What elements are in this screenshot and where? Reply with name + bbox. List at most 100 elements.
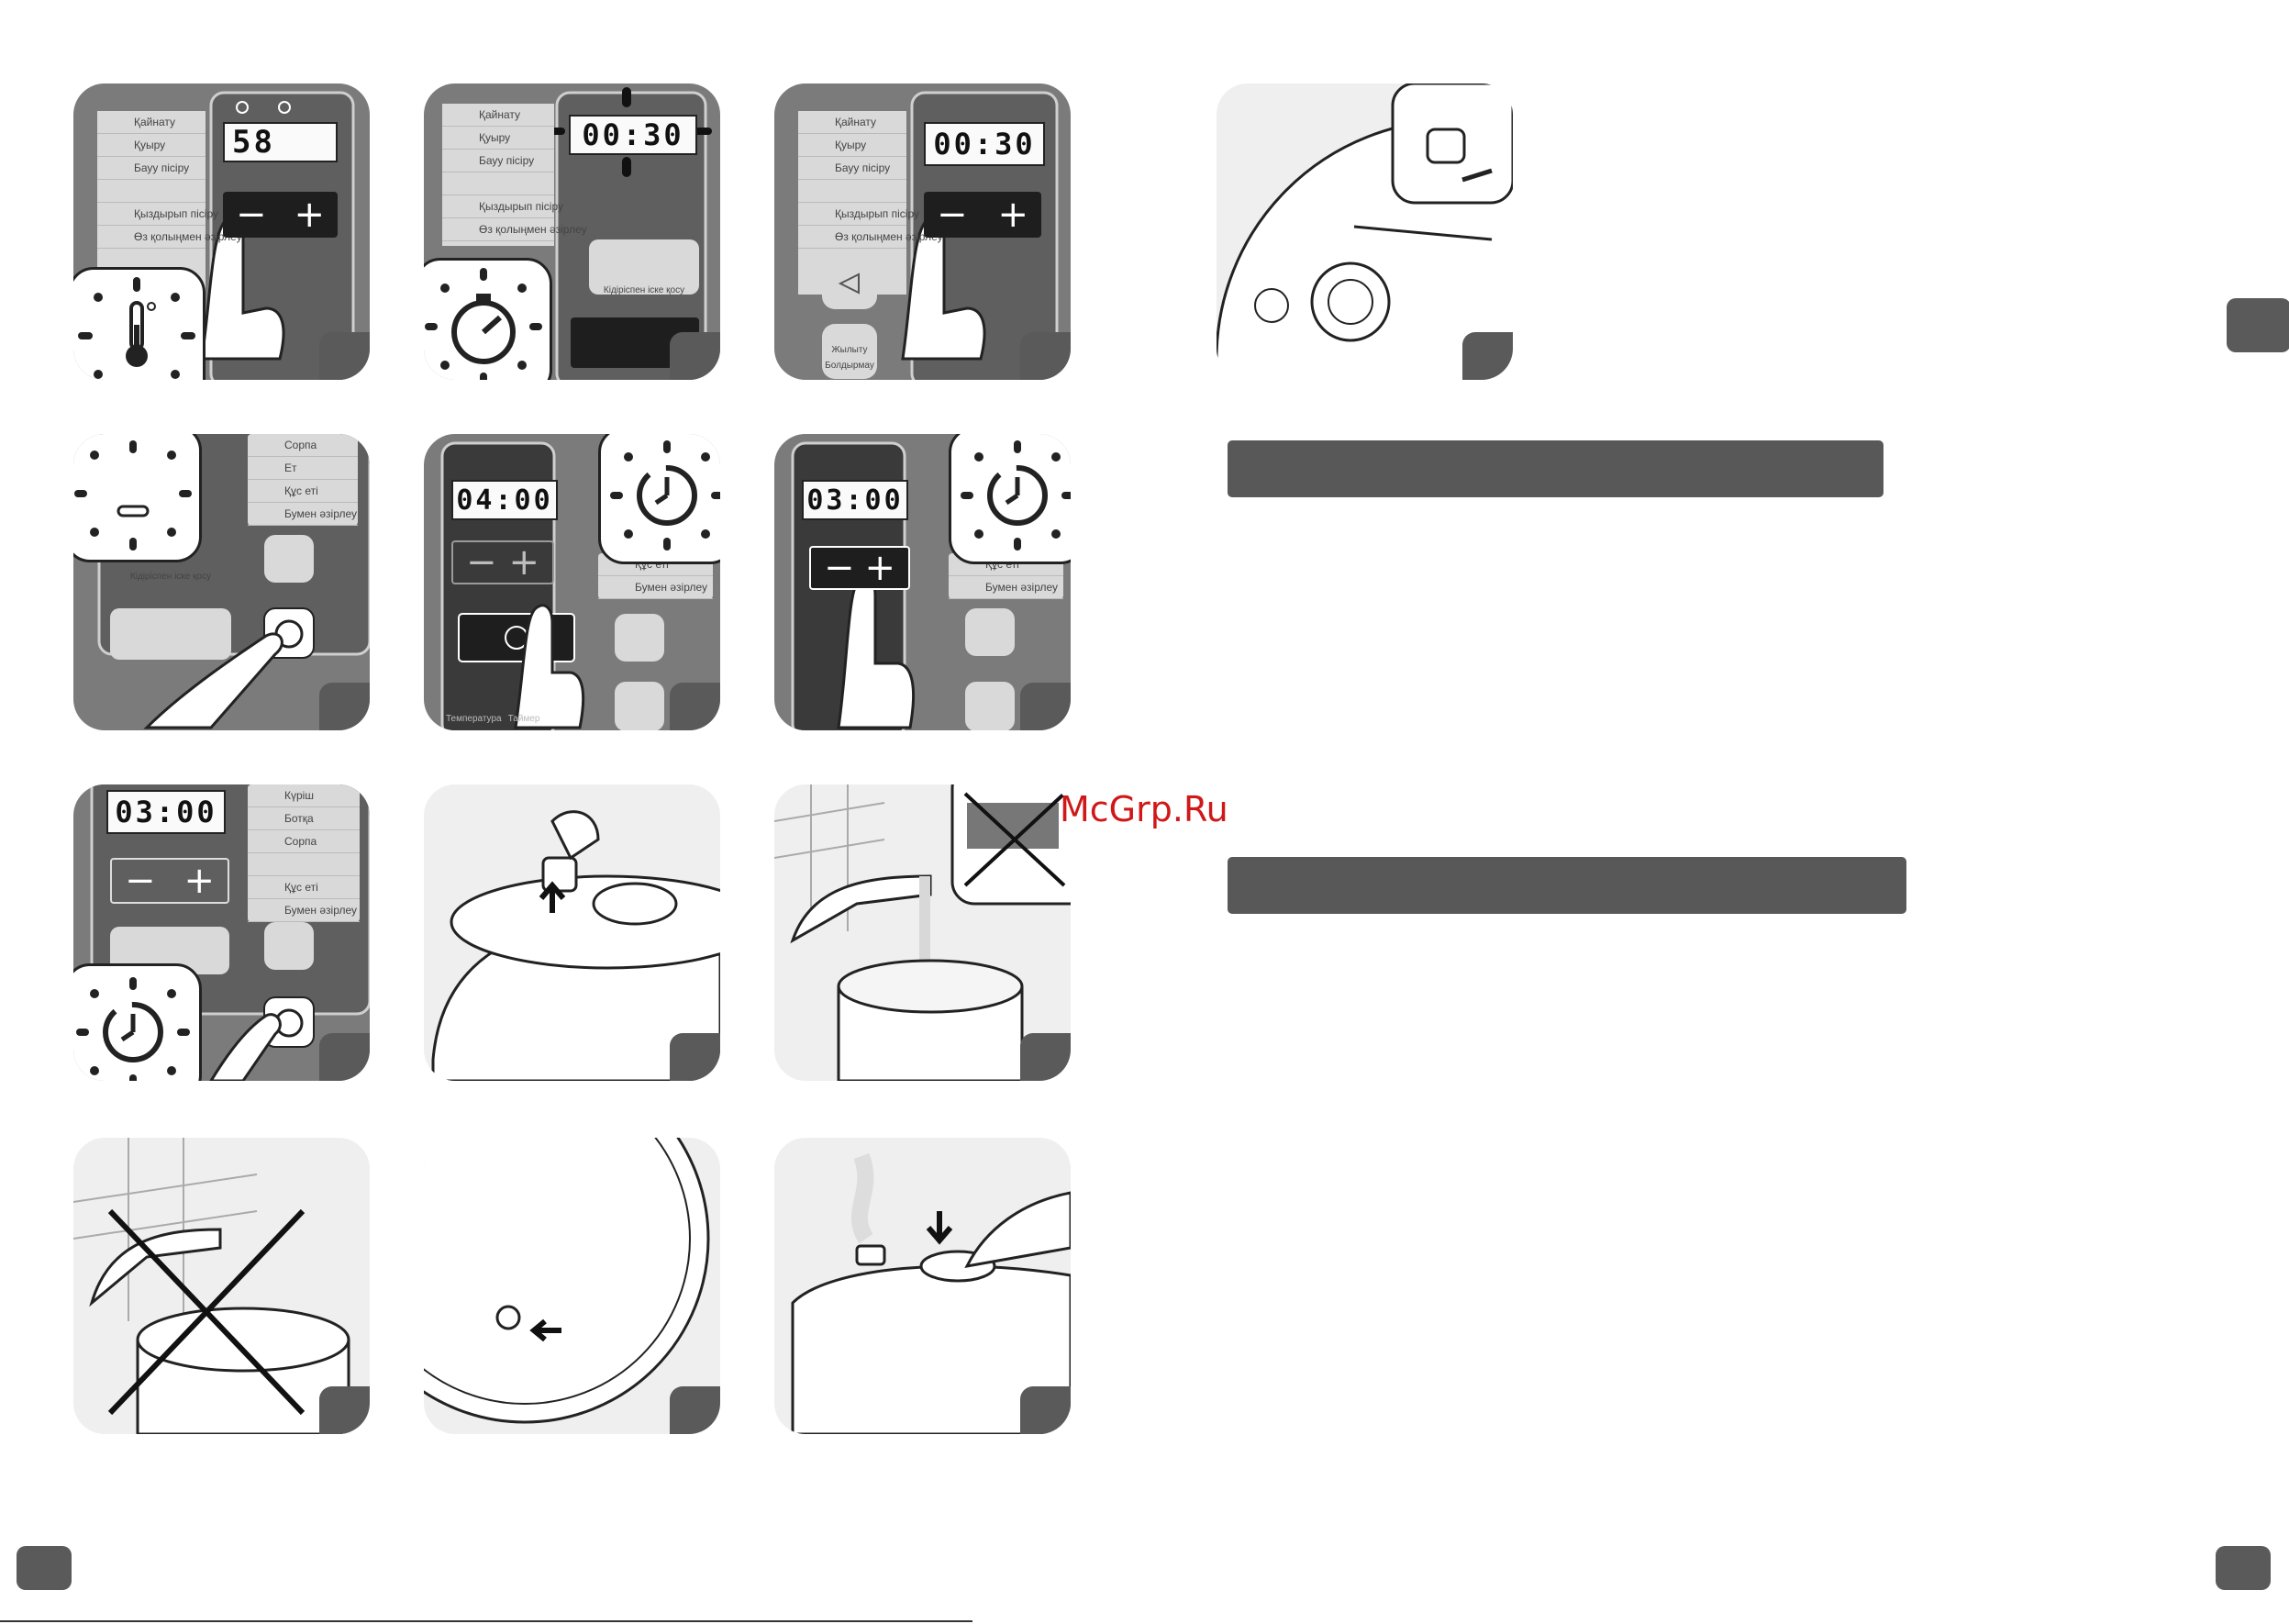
clock-icon bbox=[76, 977, 190, 1081]
menu-item: Өз қолыңмен әзірлеу bbox=[798, 226, 943, 249]
minus-plus-buttons[interactable]: − + bbox=[223, 192, 338, 238]
temperature-dial bbox=[73, 267, 206, 380]
menu-item: Қуыру bbox=[798, 134, 906, 157]
plus-button[interactable]: + bbox=[183, 860, 215, 902]
power-dial bbox=[73, 434, 202, 562]
menu-item bbox=[248, 853, 360, 876]
step-number-badge bbox=[670, 1033, 720, 1081]
minus-button[interactable]: − bbox=[125, 860, 156, 902]
footer-rule bbox=[0, 1620, 972, 1622]
step-number-badge bbox=[1020, 683, 1071, 730]
menu-item: Құс еті bbox=[248, 480, 358, 503]
lid-valve-illustration bbox=[1217, 83, 1513, 380]
time-display: 00:30 bbox=[924, 122, 1045, 166]
step-number-badge bbox=[319, 1386, 370, 1434]
minus-button[interactable]: − bbox=[466, 541, 497, 584]
delayed-start-label: Кідіріспен іске қосу bbox=[603, 285, 685, 295]
menu-item: Бауу пісіру bbox=[798, 157, 906, 180]
menu-item: Қайнату bbox=[97, 111, 206, 134]
minus-plus-buttons[interactable]: − + bbox=[809, 546, 910, 590]
step-number-badge bbox=[670, 683, 720, 730]
delayed-start-dial bbox=[949, 434, 1071, 564]
step-panel-1: Қайнату Қуыру Бауу пісіру Қыздырып пісір… bbox=[73, 83, 370, 380]
plus-button[interactable]: + bbox=[997, 194, 1028, 236]
menu-item: Бумен әзірлеу bbox=[248, 503, 358, 526]
menu-item: Өз қолыңмен әзірлеу bbox=[442, 218, 587, 241]
step-panel-4-valve bbox=[1217, 83, 1513, 380]
plus-button[interactable]: + bbox=[864, 547, 895, 589]
menu-item: Сорпа bbox=[248, 830, 360, 853]
steam-release-illustration bbox=[791, 1152, 1071, 1434]
plus-button[interactable]: + bbox=[508, 541, 539, 584]
clock-icon bbox=[961, 440, 1071, 551]
timer-label: Таймер bbox=[507, 714, 540, 724]
time-display: 03:00 bbox=[802, 480, 908, 520]
step-number-badge bbox=[319, 683, 370, 730]
menu-item: Қуыру bbox=[442, 127, 554, 150]
step-number-badge bbox=[670, 1386, 720, 1434]
step-panel-3: Қайнату Қуыру Бауу пісіру Қыздырып пісір… bbox=[774, 83, 1071, 380]
step-panel-12-gasket bbox=[424, 1138, 720, 1434]
thermometer-icon bbox=[78, 277, 195, 379]
menu-item: Қуыру bbox=[97, 134, 206, 157]
step-panel-9-lift-valve bbox=[424, 784, 720, 1081]
page-number-left bbox=[17, 1546, 72, 1590]
menu-item: Бауу пісіру bbox=[442, 150, 554, 172]
cooker-lid-illustration bbox=[431, 810, 720, 1081]
menu-item: Қыздырып пісіру bbox=[798, 203, 919, 226]
menu-item: Ет bbox=[248, 457, 358, 480]
time-display: 03:00 bbox=[106, 790, 226, 834]
menu-item: Бумен әзірлеу bbox=[949, 576, 1063, 599]
step-panel-11-no-immerse bbox=[73, 1138, 370, 1434]
menu-item: Өз қолыңмен әзірлеу bbox=[97, 226, 242, 249]
step-number-badge bbox=[670, 332, 720, 380]
menu-item: Бумен әзірлеу bbox=[248, 899, 360, 922]
time-display-blinking: 00:30 bbox=[569, 115, 697, 155]
watermark: McGrp.Ru bbox=[1060, 789, 1228, 829]
plus-button[interactable]: + bbox=[294, 194, 325, 236]
step-panel-5: Сорпа Ет Құс еті Бумен әзірлеу Кідіріспе… bbox=[73, 434, 370, 730]
step-panel-8: 03:00 − + Күріш Ботқа Сорпа Құс еті Буме… bbox=[73, 784, 370, 1081]
menu-item: Бауу пісіру bbox=[97, 157, 206, 180]
menu-item: Құс еті bbox=[248, 876, 360, 899]
step-number-badge bbox=[319, 332, 370, 380]
faucet-bowl-illustration bbox=[774, 784, 1071, 1081]
minus-plus-buttons[interactable]: − + bbox=[110, 858, 229, 904]
menu-item bbox=[798, 180, 906, 203]
step-panel-2: Қайнату Қуыру Бауу пісіру Қыздырып пісір… bbox=[424, 83, 720, 380]
cancel-label: Болдырмау bbox=[825, 361, 874, 371]
menu-item: Қайнату bbox=[442, 104, 554, 127]
time-display: 58 bbox=[223, 122, 338, 162]
delayed-start-dial bbox=[73, 963, 202, 1081]
minus-button[interactable]: − bbox=[937, 194, 968, 236]
delayed-start-label: Кідіріспен іске қосу bbox=[129, 572, 212, 582]
step-number-badge bbox=[1020, 1033, 1071, 1081]
step-number-badge bbox=[319, 1033, 370, 1081]
menu-item: Қыздырып пісіру bbox=[442, 195, 563, 218]
minus-plus-buttons[interactable]: − + bbox=[451, 540, 554, 584]
minus-button[interactable]: − bbox=[824, 547, 855, 589]
stopwatch-icon bbox=[425, 268, 542, 380]
menu-item bbox=[442, 172, 554, 195]
clock-icon bbox=[610, 440, 720, 551]
side-tab bbox=[2227, 298, 2289, 352]
minus-button[interactable]: − bbox=[236, 194, 267, 236]
step-number-badge bbox=[1462, 332, 1513, 380]
menu-item: Ботқа bbox=[248, 807, 360, 830]
temperature-label: Температура bbox=[446, 714, 502, 724]
menu-item: Қайнату bbox=[798, 111, 906, 134]
warm-label: Жылыту bbox=[831, 345, 868, 355]
delayed-start-dial bbox=[598, 434, 720, 564]
menu-item: Бумен әзірлеу bbox=[598, 576, 713, 599]
standby-icon bbox=[74, 440, 192, 551]
menu-item: Қыздырып пісіру bbox=[97, 203, 218, 226]
step-panel-10-rinse bbox=[774, 784, 1071, 1081]
time-display: 04:00 bbox=[451, 480, 558, 520]
section-heading-bar bbox=[1228, 440, 1883, 497]
lid-inside-illustration bbox=[424, 1138, 710, 1424]
menu-item: Күріш bbox=[248, 784, 360, 807]
page-number-right bbox=[2216, 1546, 2271, 1590]
menu-item bbox=[97, 180, 206, 203]
step-panel-6: 04:00 − + Құс еті Бумен әзірлеу Температ… bbox=[424, 434, 720, 730]
minus-plus-buttons[interactable]: − + bbox=[924, 192, 1041, 238]
